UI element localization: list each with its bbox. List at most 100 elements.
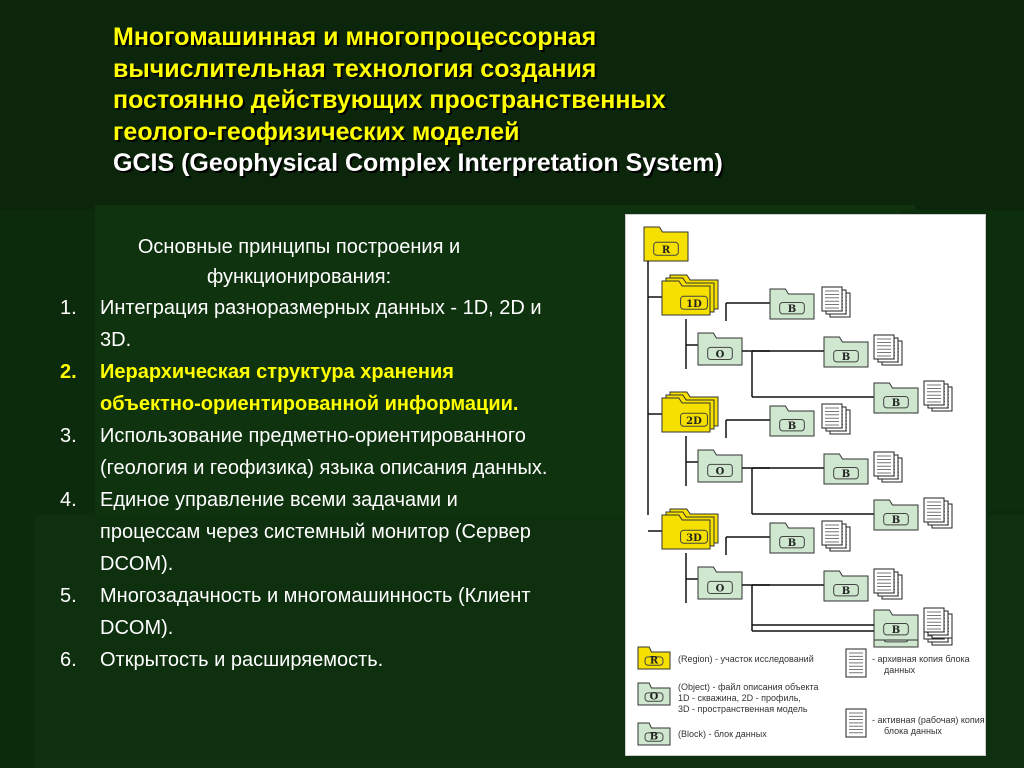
block-folder-icon: B (873, 609, 919, 641)
group-folder-icon-2d-label: 2D (686, 416, 702, 427)
object-folder-icon-badge (707, 580, 733, 595)
legend-region-text: (Region) - участок исследований (678, 654, 814, 664)
group-folder-icon-1d: 1D (661, 274, 719, 316)
principle-text: Интеграция разноразмерных данных - 1D, 2… (100, 297, 542, 351)
principles-heading: Основные принципы построения и функциони… (137, 236, 461, 288)
object-folder-icon-label: O (716, 466, 725, 477)
legend-region-icon-label: R (650, 656, 659, 667)
title-line-2: вычислительная технология создания (113, 54, 597, 83)
principle-item-highlighted: 2. Иерархическая структура хранения объе… (60, 356, 560, 420)
data-doc-icon (821, 520, 851, 552)
principle-number: 5. (60, 585, 77, 607)
root-folder-icon-badge (653, 241, 679, 256)
background-band-top (0, 0, 1024, 210)
hierarchy-diagram: R 1D O B B B 2D O B B B 3D O B B B B R (Region) - участок … (625, 214, 986, 756)
legend-active-text-2: блока данных (884, 726, 942, 736)
principle-number: 1. (60, 297, 77, 319)
block-folder-icon: B (823, 453, 869, 485)
block-folder-icon: B (873, 382, 919, 414)
object-folder-icon-label: O (716, 349, 725, 360)
principle-text: Иерархическая структура хранения объектн… (100, 361, 519, 415)
data-doc-icon (923, 380, 953, 412)
block-folder-icon-badge (883, 396, 909, 409)
block-folder-icon: B (769, 522, 815, 554)
block-folder-icon-label: B (788, 421, 796, 432)
object-folder-icon: O (697, 332, 743, 366)
principles-list: 1. Интеграция разноразмерных данных - 1D… (60, 292, 560, 676)
legend-archive-text: - архивная копия блока (872, 654, 970, 664)
legend-block-icon-label: B (650, 732, 658, 743)
legend-block-text: (Block) - блок данных (678, 729, 767, 739)
block-folder-icon-badge (779, 536, 805, 549)
principle-number: 4. (60, 489, 77, 511)
principle-text: Единое управление всеми задачами и проце… (100, 489, 531, 575)
legend-object-icon: O (637, 682, 671, 706)
legend-object-text: (Object) - файл описания объекта (678, 682, 819, 692)
legend-object-icon-label: O (650, 692, 659, 703)
block-folder-icon: B (823, 336, 869, 368)
group-folder-icon-1d-badge (680, 295, 708, 310)
legend-object-icon-badge (644, 692, 664, 702)
principle-item: 6. Открытость и расширяемость. (60, 644, 560, 676)
principle-text: Многозадачность и многомашинность (Клиен… (100, 585, 531, 639)
group-folder-icon-2d-badge (680, 412, 708, 427)
block-folder-icon-label: B (842, 586, 850, 597)
legend-archive-text-2: данных (884, 665, 916, 675)
block-folder-icon-label: B (842, 352, 850, 363)
root-folder-icon: R (643, 226, 689, 262)
principle-item: 1. Интеграция разноразмерных данных - 1D… (60, 292, 560, 356)
data-doc-icon (873, 334, 903, 366)
block-folder-icon-badge (833, 584, 859, 597)
group-folder-icon-3d-label: 3D (686, 533, 702, 544)
block-folder-icon-label: B (892, 398, 900, 409)
principle-number: 6. (60, 649, 77, 671)
hierarchy-diagram-canvas: R 1D O B B B 2D O B B B 3D O B B B B R (Region) - участок … (637, 226, 985, 746)
principle-number: 3. (60, 425, 77, 447)
legend-region-icon: R (637, 646, 671, 670)
legend-active-text: - активная (рабочая) копия (872, 715, 985, 725)
principle-number: 2. (60, 361, 77, 383)
block-folder-icon-label: B (892, 515, 900, 526)
title-line-gcis: GCIS (Geophysical Complex Interpretation… (113, 149, 723, 177)
principle-text: Использование предметно-ориентированного… (100, 425, 548, 479)
principle-item: 3. Использование предметно-ориентированн… (60, 420, 560, 484)
principle-text: Открытость и расширяемость. (100, 649, 384, 671)
title-line-4: геолого-геофизических моделей (113, 117, 520, 146)
data-doc-icon-page (821, 520, 843, 546)
title-line-3: постоянно действующих пространственных (113, 86, 666, 114)
block-folder-icon-badge (779, 419, 805, 432)
block-folder-icon-label: B (842, 469, 850, 480)
block-folder-icon-badge (883, 513, 909, 526)
group-folder-icon-3d-badge (680, 529, 708, 544)
data-doc-icon (923, 497, 953, 529)
block-folder-icon-badge (833, 467, 859, 480)
data-doc-icon-page (873, 568, 895, 594)
block-folder-icon: B (823, 570, 869, 602)
principle-item: 4. Единое управление всеми задачами и пр… (60, 484, 560, 580)
block-folder-icon: B (769, 288, 815, 320)
title-line-1: Многомашинная и многопроцессорная (113, 23, 597, 51)
legend-block-icon: B (637, 722, 671, 746)
principle-item: 5. Многозадачность и многомашинность (Кл… (60, 580, 560, 644)
data-doc-icon-page (923, 607, 945, 633)
block-folder-icon-label: B (892, 625, 900, 636)
legend-block-icon-badge (644, 732, 664, 742)
group-folder-icon-1d-label: 1D (686, 299, 702, 310)
block-folder-icon-badge (833, 350, 859, 363)
data-doc-icon (873, 451, 903, 483)
object-folder-icon: O (697, 449, 743, 483)
object-folder-icon-badge (707, 346, 733, 361)
slide-title: Многомашинная и многопроцессорная вычисл… (113, 22, 973, 180)
group-folder-icon-3d: 3D (661, 508, 719, 550)
legend-object-text-2: 1D - скважина, 2D - профиль, (678, 693, 801, 703)
data-doc-icon (873, 568, 903, 600)
object-folder-icon-badge (707, 463, 733, 478)
legend-region-icon-badge (644, 656, 664, 666)
block-folder-icon-badge (883, 623, 909, 636)
block-folder-icon: B (769, 405, 815, 437)
group-folder-icon-2d: 2D (661, 391, 719, 433)
object-folder-icon: O (697, 566, 743, 600)
block-folder-icon-label: B (788, 538, 796, 549)
block-folder-icon-label: B (788, 304, 796, 315)
block-folder-icon-badge (779, 302, 805, 315)
